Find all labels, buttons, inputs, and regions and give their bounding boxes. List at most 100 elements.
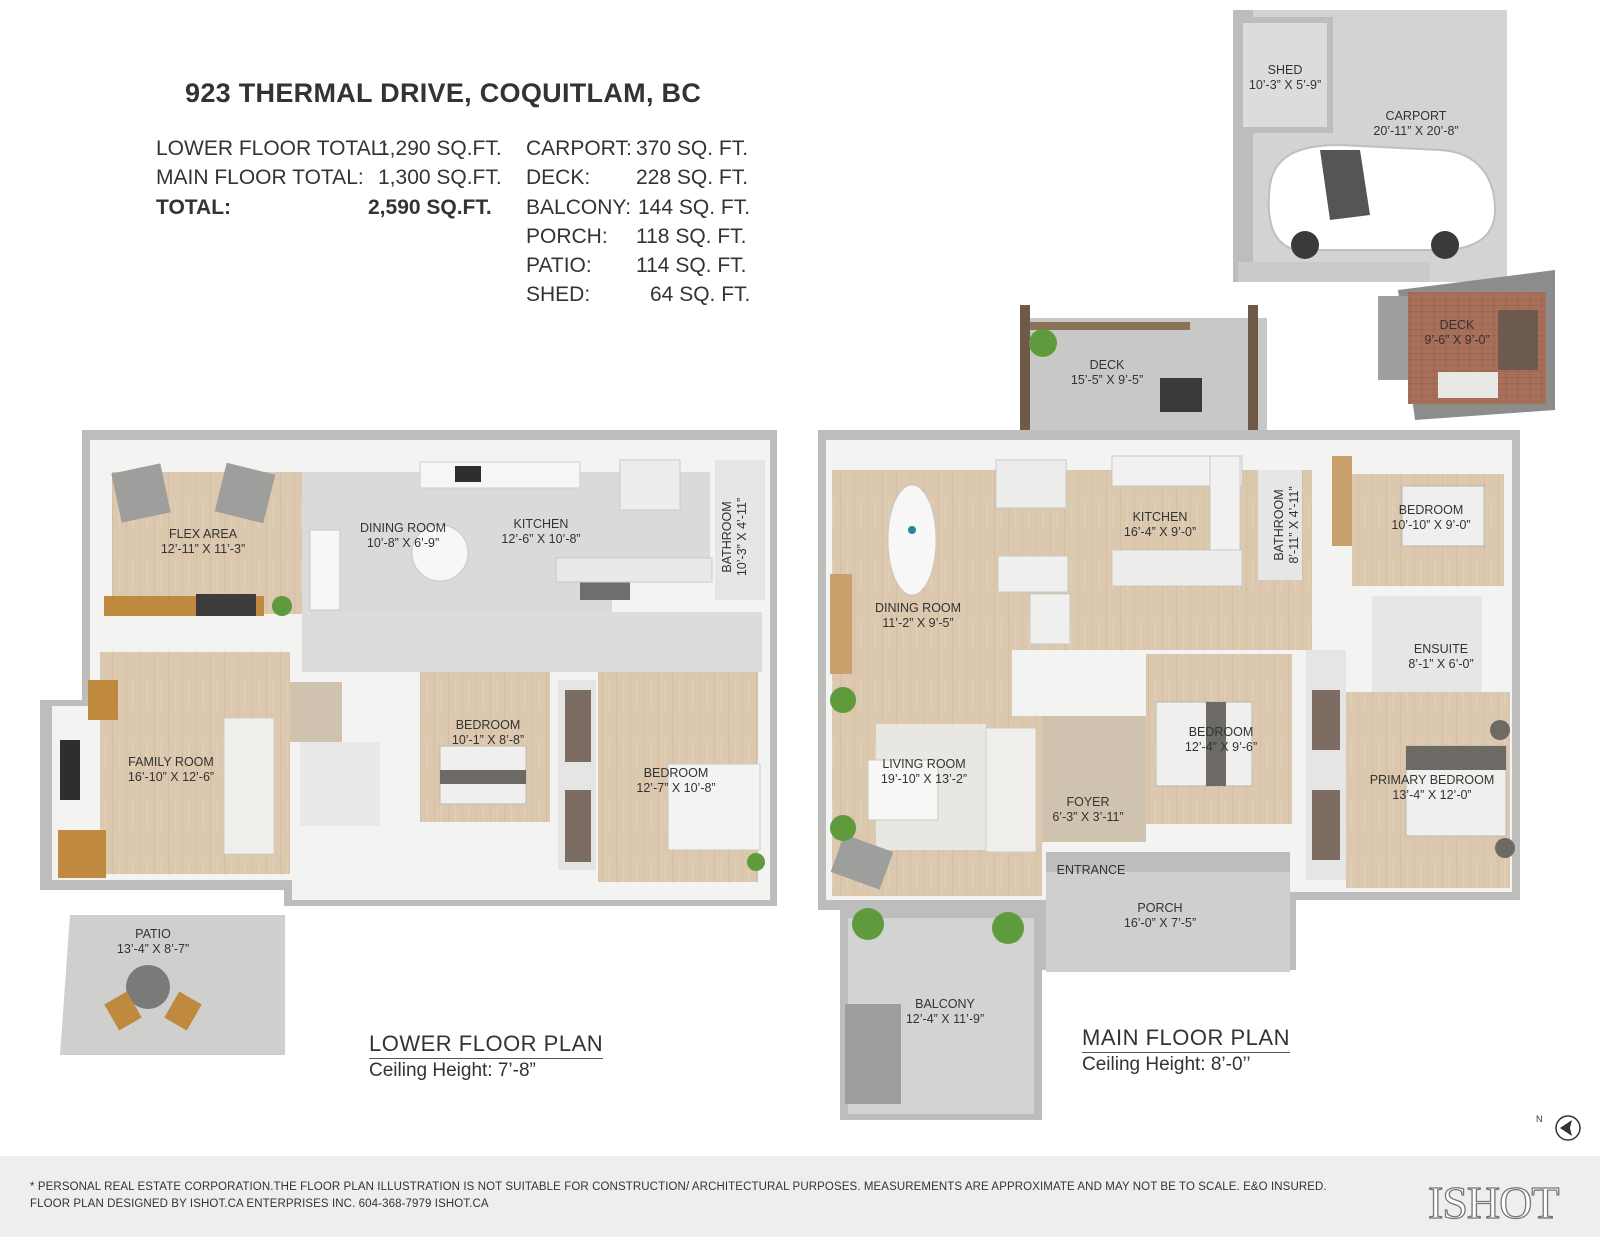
room-name: PORCH [1137,901,1183,915]
area-row-porch: PORCH: 118 SQ. FT. [526,225,747,249]
room-name: FOYER [1066,795,1110,809]
lower-stairs [290,682,342,742]
area-label: SHED: [526,283,591,306]
plan-name: MAIN FLOOR PLAN [1082,1025,1290,1053]
room-label-family-room: FAMILY ROOM 16’-10” X 12’-6” [128,755,214,785]
room-label-shed: SHED 10’-3” X 5’-9” [1249,63,1321,93]
room-name: PRIMARY BEDROOM [1369,773,1495,787]
room-name: BEDROOM [643,766,709,780]
room-label-main-dining-room: DINING ROOM 11’-2” X 9’-5” [875,601,961,631]
room-label-lower-bedroom-2: BEDROOM 12’-7” X 10’-8” [636,766,715,796]
room-dims: 12’-4” X 9’-6” [1184,740,1258,754]
room-dims: 10’-10” X 9’-0” [1391,518,1471,532]
lower-hallway-floor [302,612,762,672]
main-bathroom-floor [1258,470,1302,580]
room-label-lower-bedroom-1: BEDROOM 10’-1” X 8’-8” [452,718,524,748]
room-name: BATHROOM [1272,489,1286,561]
room-dims: 12’-6” X 10’-8” [501,532,581,546]
foyer-floor [1042,716,1146,842]
room-name: KITCHEN [1132,510,1188,524]
area-label: PATIO: [526,254,592,277]
room-label-entrance: ENTRANCE [1057,863,1126,878]
room-name: BATHROOM [720,501,734,573]
room-dims: 10’-3” X 5’-9” [1248,78,1322,92]
area-row-carport: CARPORT: 370 SQ. FT. [526,137,748,161]
room-name: DECK [1439,318,1475,332]
main-floor-plan [818,10,1555,1120]
room-name: KITCHEN [513,517,569,531]
compass-label: N [1536,1114,1543,1124]
room-name: ENTRANCE [1056,863,1126,877]
room-label-main-bedroom-1: BEDROOM 10’-10” X 9’-0” [1391,503,1470,533]
area-label: BALCONY: [526,196,632,219]
plan-name: LOWER FLOOR PLAN [369,1031,604,1059]
room-label-flex-area: FLEX AREA 12’-11” X 11’-3” [161,527,245,557]
room-label-carport: CARPORT 20’-11” X 20’-8” [1373,109,1458,139]
area-label: PORCH: [526,225,608,248]
room-name: ENSUITE [1413,642,1469,656]
room-label-lower-dining-room: DINING ROOM 10’-8” X 6’-9” [360,521,446,551]
room-label-deck-left: DECK 15’-5” X 9’-5” [1071,358,1143,388]
designer-credit: FLOOR PLAN DESIGNED BY ISHOT.CA ENTERPRI… [30,1198,489,1210]
room-dims: 10’-3” X 4’-11” [735,497,749,577]
room-name: BEDROOM [1188,725,1254,739]
area-value: 64 SQ. FT. [650,283,751,306]
area-label: CARPORT: [526,137,632,160]
room-label-main-kitchen: KITCHEN 16’-4” X 9’-0” [1124,510,1196,540]
ceiling-height: Ceiling Height: 8’-0’’ [1082,1054,1251,1075]
porch-slab [1046,872,1290,972]
room-dims: 16’-4” X 9’-0” [1123,525,1197,539]
area-row-patio: PATIO: 114 SQ. FT. [526,254,747,278]
area-value: 144 SQ. FT. [638,196,751,219]
room-label-primary-bedroom: PRIMARY BEDROOM 13’-4” X 12’-0” [1370,773,1495,803]
disclaimer-text: * PERSONAL REAL ESTATE CORPORATION.THE F… [30,1181,1327,1193]
area-value: 2,590 SQ.FT. [368,196,492,219]
room-name: BEDROOM [455,718,521,732]
room-name: BALCONY [915,997,975,1011]
ishot-logo: ISHOT [1427,1176,1560,1228]
room-label-patio: PATIO 13’-4” X 8’-7” [117,927,189,957]
room-dims: 12’-11” X 11’-3” [160,542,246,556]
area-label: TOTAL: [156,196,232,219]
room-dims: 10’-1” X 8’-8” [451,733,525,747]
room-dims: 19’-10” X 13’-2” [880,772,968,786]
room-dims: 13’-4” X 8’-7” [116,942,190,956]
lower-floor-caption: LOWER FLOOR PLAN Ceiling Height: 7’-8” [369,1031,604,1082]
area-row-lower-floor: LOWER FLOOR TOTAL: 1,290 SQ.FT. [156,137,502,161]
room-label-balcony: BALCONY 12’-4” X 11’-9” [906,997,984,1027]
area-value: 1,300 SQ.FT. [378,166,502,189]
room-label-porch: PORCH 16’-0” X 7’-5” [1124,901,1196,931]
area-value: 370 SQ. FT. [636,137,749,160]
deck-left [1027,318,1267,430]
property-title: 923 THERMAL DRIVE, COQUITLAM, BC [185,78,702,108]
room-dims: 10’-8” X 6’-9” [366,536,440,550]
area-value: 118 SQ. FT. [636,225,747,248]
main-floor-caption: MAIN FLOOR PLAN Ceiling Height: 8’-0’’ [1082,1025,1290,1076]
room-dims: 20’-11” X 20’-8” [1373,124,1459,138]
room-name: FLEX AREA [168,527,238,541]
area-label: MAIN FLOOR TOTAL: [156,166,364,189]
room-dims: 16’-10” X 12’-6” [127,770,215,784]
ensuite-floor [1372,596,1482,692]
area-row-deck: DECK: 228 SQ. FT. [526,166,748,190]
room-name: BEDROOM [1398,503,1464,517]
area-label: DECK: [526,166,591,189]
room-dims: 6’-3” X 3’-11” [1052,810,1124,824]
room-name: LIVING ROOM [882,757,966,771]
room-name: DECK [1089,358,1125,372]
room-label-deck-right: DECK 9’-6” X 9’-0” [1424,318,1489,348]
room-dims: 11’-2” X 9’-5” [882,616,954,630]
room-dims: 12’-4” X 11’-9” [905,1012,985,1026]
area-value: 114 SQ. FT. [636,254,747,277]
footer-bar [0,1156,1600,1237]
room-name: CARPORT [1385,109,1447,123]
area-value: 228 SQ. FT. [636,166,749,189]
ceiling-height: Ceiling Height: 7’-8” [369,1060,536,1081]
room-dims: 9’-6” X 9’-0” [1424,333,1490,347]
room-label-living-room: LIVING ROOM 19’-10” X 13’-2” [881,757,967,787]
area-row-total: TOTAL: 2,590 SQ.FT. [156,196,492,220]
area-value: 1,290 SQ.FT. [378,137,502,160]
room-name: DINING ROOM [359,521,447,535]
room-label-lower-kitchen: KITCHEN 12’-6” X 10’-8” [501,517,580,547]
